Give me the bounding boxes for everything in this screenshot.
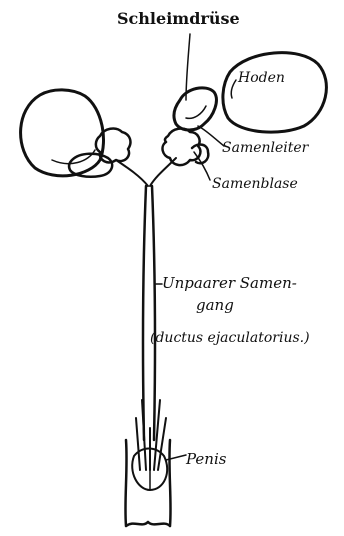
label-samenleiter: Samenleiter — [222, 140, 310, 156]
label-samenblase: Samenblase — [212, 176, 298, 192]
right-mucus-gland-shading — [186, 106, 206, 118]
leader-samenleiter — [198, 126, 224, 146]
label-gang-line2: gang — [196, 296, 234, 314]
left-testis-inner-shading — [52, 150, 95, 164]
right-testis — [223, 53, 327, 132]
right-mucus-gland — [174, 88, 216, 130]
label-gang-line3: (ductus ejaculatorius.) — [150, 330, 310, 346]
label-penis: Penis — [185, 450, 227, 468]
left-mucus-gland — [96, 129, 131, 163]
ejaculatory-duct-inner — [152, 186, 155, 440]
leader-hoden — [231, 80, 236, 98]
left-seminal-vesicle — [69, 154, 112, 177]
label-gang-line1: Unpaarer Samen- — [162, 274, 297, 292]
left-vas-deferens — [116, 160, 148, 186]
penis-spikes — [136, 400, 166, 470]
ejaculatory-duct — [143, 186, 146, 440]
label-schleimdruese: Schleimdrüse — [117, 9, 240, 28]
label-hoden: Hoden — [237, 70, 285, 86]
right-vas-deferens — [150, 158, 176, 186]
